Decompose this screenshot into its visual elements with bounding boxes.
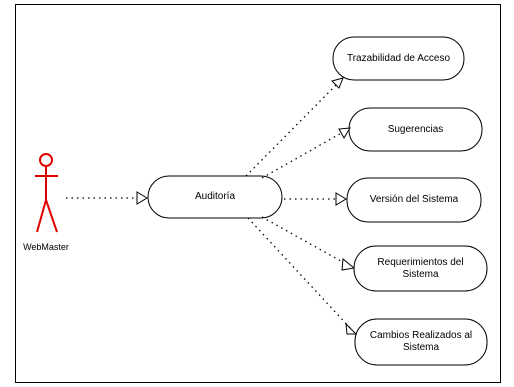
arrowhead-cambios — [345, 322, 358, 335]
use-case-sugerencias: Sugerencias — [387, 123, 444, 135]
use-case-trazabilidad: Trazabilidad de Acceso — [346, 52, 451, 64]
actor-figure-icon — [35, 153, 58, 233]
association-requerimientos — [261, 216, 349, 266]
arrowhead-version — [335, 192, 347, 206]
association-sugerencias — [261, 130, 346, 179]
use-case-main-shape — [147, 175, 283, 219]
actor-label: WebMaster — [23, 242, 69, 252]
arrowhead-trazabilidad — [331, 77, 344, 89]
use-case-cambios: Cambios Realizados al Sistema — [369, 330, 473, 353]
use-case-version: Versión del Sistema — [369, 194, 459, 205]
use-case-trazabilidad-shape — [332, 36, 465, 81]
use-case-cambios-shape — [354, 318, 488, 366]
use-case-main: Auditoría — [194, 191, 236, 202]
use-case-version-shape — [346, 177, 482, 223]
arrowhead-main — [136, 191, 148, 205]
association-cambios — [247, 217, 353, 331]
use-case-requerimientos: Requerimientos del Sistema — [377, 256, 464, 280]
association-trazabilidad — [245, 83, 338, 177]
arrowhead-sugerencias — [338, 127, 351, 139]
diagram-frame — [15, 4, 501, 383]
arrowhead-requerimientos — [341, 258, 356, 271]
